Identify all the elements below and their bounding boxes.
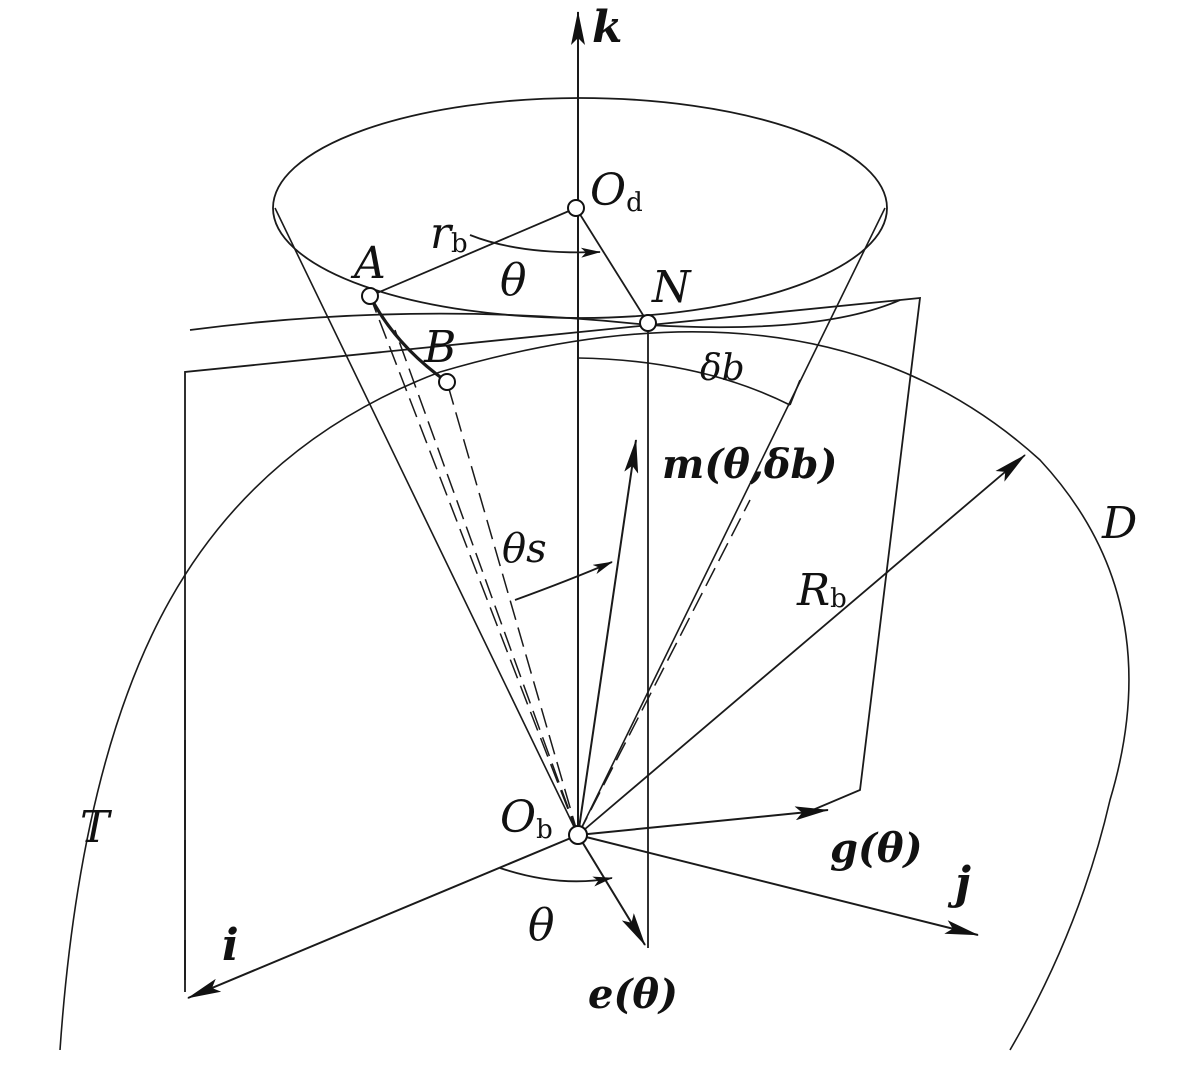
sphere-arc-T: [59, 371, 441, 1051]
label-i: i: [222, 920, 239, 971]
tangent-plane: [184, 296, 922, 992]
delta-end-tick: [789, 379, 801, 406]
radius-Rb: [577, 454, 1026, 836]
label-B: B: [423, 322, 456, 373]
label-e-vector: e(θ): [588, 971, 678, 1018]
cone-generator-right: [577, 207, 886, 836]
theta-arc-bottom: [499, 867, 613, 887]
label-T: T: [80, 802, 113, 853]
ray-Ob-B-dash: [446, 381, 579, 836]
sphere-arc-D: [439, 331, 1130, 1051]
label-theta-bottom: θ: [528, 900, 555, 951]
axis-j: [577, 834, 979, 936]
curve-A-N: [189, 299, 901, 331]
label-Ob: Ob: [500, 792, 553, 845]
vector-m: [577, 439, 639, 836]
axis-i: [187, 834, 579, 999]
label-delta-b: δb: [700, 348, 745, 389]
curve-A-B: [368, 295, 448, 384]
curve-delta-level: [577, 357, 791, 406]
label-rb: rb: [430, 208, 468, 259]
label-D: D: [1101, 498, 1137, 549]
point-N: [639, 314, 657, 332]
point-A: [361, 287, 379, 305]
radius-rb: [369, 207, 577, 297]
point-B: [438, 373, 456, 391]
theta-s-arc: [514, 561, 613, 601]
label-k: k: [592, 2, 623, 53]
label-theta-s: θs: [502, 526, 547, 572]
point-Od: [567, 199, 585, 217]
label-theta-top: θ: [500, 255, 527, 306]
label-A: A: [350, 238, 386, 289]
vector-e: [577, 834, 646, 946]
ray-Ob-right-dash: [577, 499, 751, 836]
point-Ob: [568, 825, 588, 845]
cone-generator-left: [274, 207, 579, 836]
theta-arc-top: [469, 234, 601, 258]
ray-Ob-A-dash1: [369, 295, 579, 836]
label-m-vector: m(θ,δb): [662, 441, 837, 488]
label-Rb: Rb: [796, 565, 847, 616]
label-Od: Od: [590, 165, 643, 218]
ray-Ob-A-dash2: [394, 329, 579, 836]
label-N: N: [651, 262, 692, 313]
vector-g: [577, 806, 829, 836]
label-g-vector: g(θ): [830, 825, 923, 872]
radius-Od-N: [575, 207, 649, 324]
label-j: j: [947, 858, 971, 909]
